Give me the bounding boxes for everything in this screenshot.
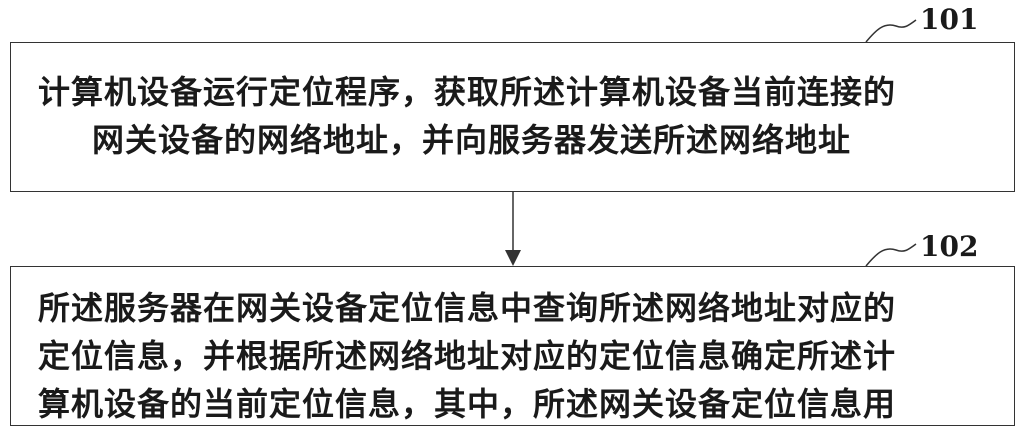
step-101-line-2: 网关设备的网络地址，并向服务器发送所述网络地址	[92, 121, 852, 159]
step-101-line-1: 计算机设备运行定位程序，获取所述计算机设备当前连接的	[38, 73, 897, 111]
step-102-box	[10, 266, 1015, 426]
step-102-line-2: 定位信息，并根据所述网络地址对应的定位信息确定所述计	[38, 337, 897, 375]
diagram-connectors	[505, 19, 917, 267]
step-101-label: 101	[920, 3, 979, 36]
step-101-leader	[865, 19, 917, 43]
step-101-box	[10, 42, 1015, 192]
flow-arrow-head	[505, 250, 521, 266]
step-102-label: 102	[920, 230, 979, 263]
step-102-line-1: 所述服务器在网关设备定位信息中查询所述网络地址对应的	[38, 289, 897, 327]
step-102-leader	[865, 243, 917, 267]
